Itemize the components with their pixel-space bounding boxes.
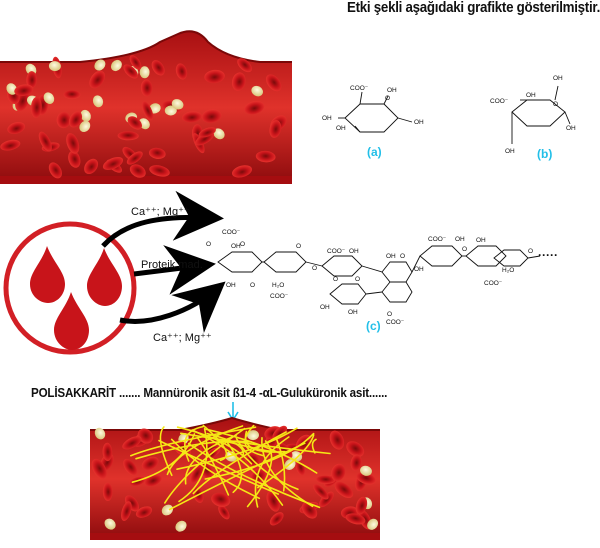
group-coo: COO⁻ <box>484 280 503 287</box>
polysaccharide-chain: ····· COO⁻ O OH O OH O H₂O COO⁻ O O COO⁻… <box>206 229 558 333</box>
group-oh: OH <box>386 253 396 260</box>
blood-vessel-illustration <box>0 31 292 184</box>
label-a: (a) <box>367 145 382 159</box>
group-oh: OH <box>387 87 397 94</box>
group-oh: OH <box>526 92 536 99</box>
arrow-label-top: Ca⁺⁺; Mg⁺⁺ <box>131 206 190 218</box>
group-oh: OH <box>320 304 330 311</box>
group-coo: COO⁻ <box>490 98 509 105</box>
label-b: (b) <box>537 147 552 161</box>
group-coo: COO⁻ <box>327 248 346 255</box>
label-c: (c) <box>366 319 381 333</box>
polysaccharide-description: POLİSAKKARİT ....... Mannüronik asit ß1-… <box>31 386 387 400</box>
atom-o: O <box>385 95 390 102</box>
atom-o: O <box>240 241 245 248</box>
atom-o: O <box>528 248 533 255</box>
group-coo: COO⁻ <box>428 236 447 243</box>
arrow-label-bottom: Ca⁺⁺; Mg⁺⁺ <box>153 332 212 344</box>
structure-b: COO⁻ OH O OH OH OH (b) <box>490 75 576 161</box>
atom-o: O <box>206 241 211 248</box>
atom-o: O <box>355 276 360 283</box>
group-oh: OH <box>553 75 563 82</box>
atom-o: O <box>387 311 392 318</box>
group-oh: OH <box>566 125 576 132</box>
blood-drops-icon <box>6 224 134 352</box>
group-coo: COO⁻ <box>350 85 369 92</box>
atom-o: O <box>462 246 467 253</box>
group-oh: OH <box>336 125 346 132</box>
group-oh: OH <box>476 237 486 244</box>
atom-o: O <box>400 253 405 260</box>
group-h2o: H₂O <box>502 267 514 274</box>
atom-o: O <box>250 282 255 289</box>
atom-o: O <box>333 276 338 283</box>
structure-a: O COO⁻ OH OH OH OH (a) <box>322 85 424 159</box>
atom-o: O <box>296 243 301 250</box>
group-oh: OH <box>322 115 332 122</box>
arrow-label-middle: Proteik mad. <box>141 259 203 271</box>
group-coo: COO⁻ <box>270 293 289 300</box>
group-oh: OH <box>226 282 236 289</box>
atom-o: O <box>312 265 317 272</box>
group-oh: OH <box>505 148 515 155</box>
group-coo: COO⁻ <box>222 229 241 236</box>
fibrin-clot-illustration <box>89 418 381 540</box>
svg-text:·····: ····· <box>538 248 558 262</box>
group-oh: OH <box>349 248 359 255</box>
group-oh: OH <box>455 236 465 243</box>
group-h2o: H₂O <box>272 282 284 289</box>
red-blood-cell <box>64 90 81 99</box>
group-oh: OH <box>414 119 424 126</box>
group-oh: OH <box>348 309 358 316</box>
atom-o: O <box>553 101 558 108</box>
group-coo: COO⁻ <box>386 319 405 326</box>
group-oh: OH <box>414 266 424 273</box>
